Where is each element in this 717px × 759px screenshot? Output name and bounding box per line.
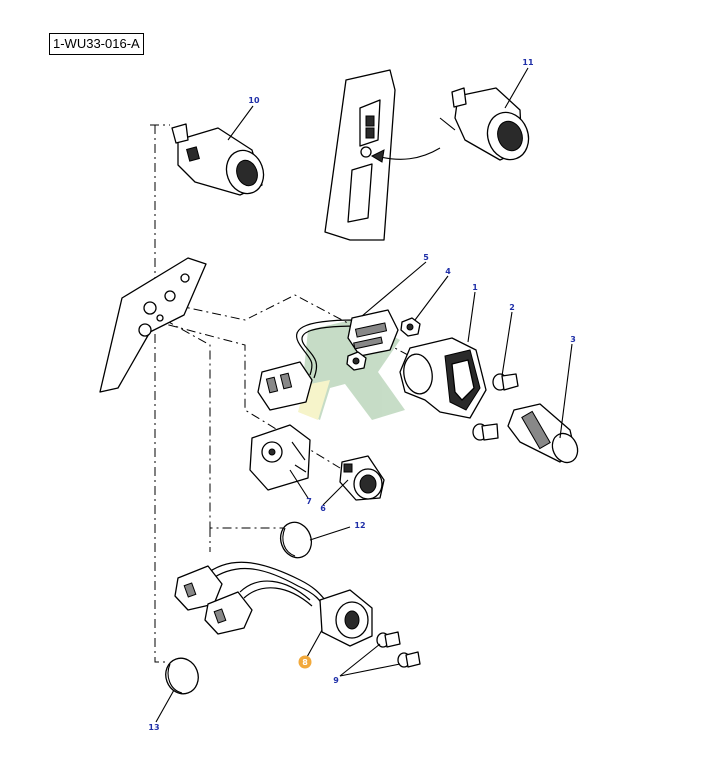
callout-8-highlight bbox=[298, 655, 312, 669]
callout-10: 10 bbox=[248, 96, 260, 105]
callout-2: 2 bbox=[509, 303, 515, 312]
callout-labels: 10 11 5 4 1 2 3 7 6 12 8 9 13 bbox=[148, 58, 575, 732]
callout-3: 3 bbox=[570, 335, 576, 344]
callout-8: 8 bbox=[302, 658, 308, 667]
part-13-cap bbox=[165, 657, 199, 695]
part-10-socket bbox=[171, 123, 265, 196]
callout-leaders bbox=[155, 67, 573, 723]
part-8-socket-harness bbox=[174, 561, 373, 647]
callout-4: 4 bbox=[445, 267, 451, 276]
diagram-reference-code: 1-WU33-016-A bbox=[49, 33, 144, 55]
mounting-bracket bbox=[99, 257, 207, 393]
callout-9: 9 bbox=[333, 676, 339, 685]
callout-5: 5 bbox=[423, 253, 429, 262]
callout-12: 12 bbox=[354, 521, 365, 530]
part-1-main-socket bbox=[399, 337, 487, 419]
callout-1: 1 bbox=[472, 283, 478, 292]
part-12-cap bbox=[279, 521, 313, 559]
part-3-plug bbox=[507, 403, 579, 464]
callout-13: 13 bbox=[148, 723, 159, 732]
part-7-decal bbox=[249, 424, 311, 491]
part-4-nuts bbox=[346, 317, 421, 371]
part-5-harness bbox=[257, 309, 399, 411]
part-9-screws bbox=[376, 631, 421, 668]
part-11-socket bbox=[370, 87, 530, 163]
part-6-socket bbox=[339, 455, 385, 501]
callout-7: 7 bbox=[306, 497, 312, 506]
part-2-screws bbox=[472, 373, 519, 441]
cab-pillar-trim bbox=[324, 69, 396, 241]
callout-11: 11 bbox=[522, 58, 534, 67]
callout-6: 6 bbox=[320, 504, 326, 513]
